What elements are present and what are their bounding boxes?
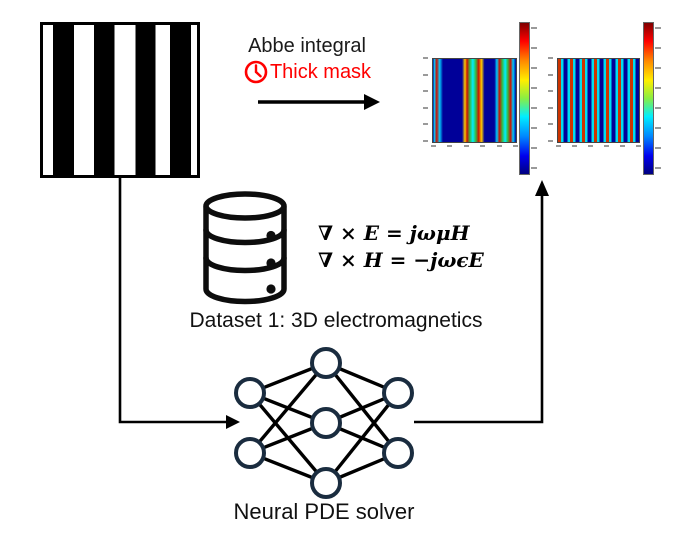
network-edge <box>324 391 400 485</box>
dataset-label: Dataset 1: 3D electromagnetics <box>189 309 483 332</box>
tick-label-smudge <box>531 47 537 49</box>
tick-label-smudge <box>548 57 553 59</box>
tick-label-smudge <box>548 90 553 93</box>
tick-label-smudge <box>548 123 553 126</box>
tick-label-smudge <box>513 145 518 147</box>
tick-label-smudge <box>588 145 593 147</box>
clock-icon <box>243 59 269 85</box>
tick-label-smudge <box>463 145 469 147</box>
equation-line-2: ∇ × H = −jωϵE <box>318 248 484 272</box>
tick-label-smudge <box>423 73 428 76</box>
tick-label-smudge <box>496 145 502 147</box>
tick-label-smudge <box>531 167 537 169</box>
tick-label-smudge <box>480 145 486 147</box>
network-to-output-arrow <box>414 180 549 424</box>
database-icon <box>203 191 287 305</box>
tick-label-smudge <box>620 145 625 147</box>
network-node <box>382 377 414 409</box>
binary-mask-image <box>40 22 200 178</box>
constraint-label: Thick mask <box>269 60 372 83</box>
network-node <box>310 407 342 439</box>
equation-line-1: ∇ × E = jωμH <box>318 221 470 245</box>
network-edge <box>248 361 328 455</box>
tick-label-smudge <box>655 47 661 49</box>
tick-label-smudge <box>447 145 453 147</box>
colorbar-1 <box>519 22 530 175</box>
colorbar-2 <box>643 22 654 175</box>
tick-label-smudge <box>655 27 661 29</box>
tick-label-smudge <box>604 145 609 147</box>
network-node <box>310 467 342 499</box>
heatmap-plot-2 <box>557 58 640 143</box>
heatmap-plot-1 <box>432 58 517 143</box>
tick-label-smudge <box>531 87 537 89</box>
tick-label-smudge <box>655 127 661 129</box>
tick-label-smudge <box>548 73 553 76</box>
tick-label-smudge <box>423 140 428 142</box>
tick-label-smudge <box>531 127 537 129</box>
tick-label-smudge <box>655 67 661 69</box>
tick-label-smudge <box>636 145 641 147</box>
tick-label-smudge <box>548 106 553 109</box>
solver-label: Neural PDE solver <box>233 499 415 524</box>
abbe-arrow <box>258 94 380 110</box>
tick-label-smudge <box>655 147 661 149</box>
network-node <box>310 347 342 379</box>
neural-network <box>234 347 414 499</box>
tick-label-smudge <box>655 107 661 109</box>
tick-label-smudge <box>572 145 577 147</box>
network-node <box>382 437 414 469</box>
tick-label-smudge <box>556 145 561 147</box>
network-node <box>234 437 266 469</box>
tick-label-smudge <box>531 67 537 69</box>
network-node <box>234 377 266 409</box>
tick-label-smudge <box>531 27 537 29</box>
mask-to-network-arrow <box>118 178 240 429</box>
tick-label-smudge <box>423 106 428 109</box>
tick-label-smudge <box>655 167 661 169</box>
tick-label-smudge <box>423 57 428 59</box>
method-label: Abbe integral <box>248 35 366 57</box>
constraint-row: Thick mask <box>227 59 387 85</box>
tick-label-smudge <box>531 147 537 149</box>
tick-label-smudge <box>548 140 553 142</box>
maxwell-equations: ∇ × E = jωμH ∇ × H = −jωϵE <box>318 220 484 274</box>
tick-label-smudge <box>655 87 661 89</box>
tick-label-smudge <box>431 145 436 147</box>
tick-label-smudge <box>423 123 428 126</box>
tick-label-smudge <box>423 90 428 93</box>
tick-label-smudge <box>531 107 537 109</box>
